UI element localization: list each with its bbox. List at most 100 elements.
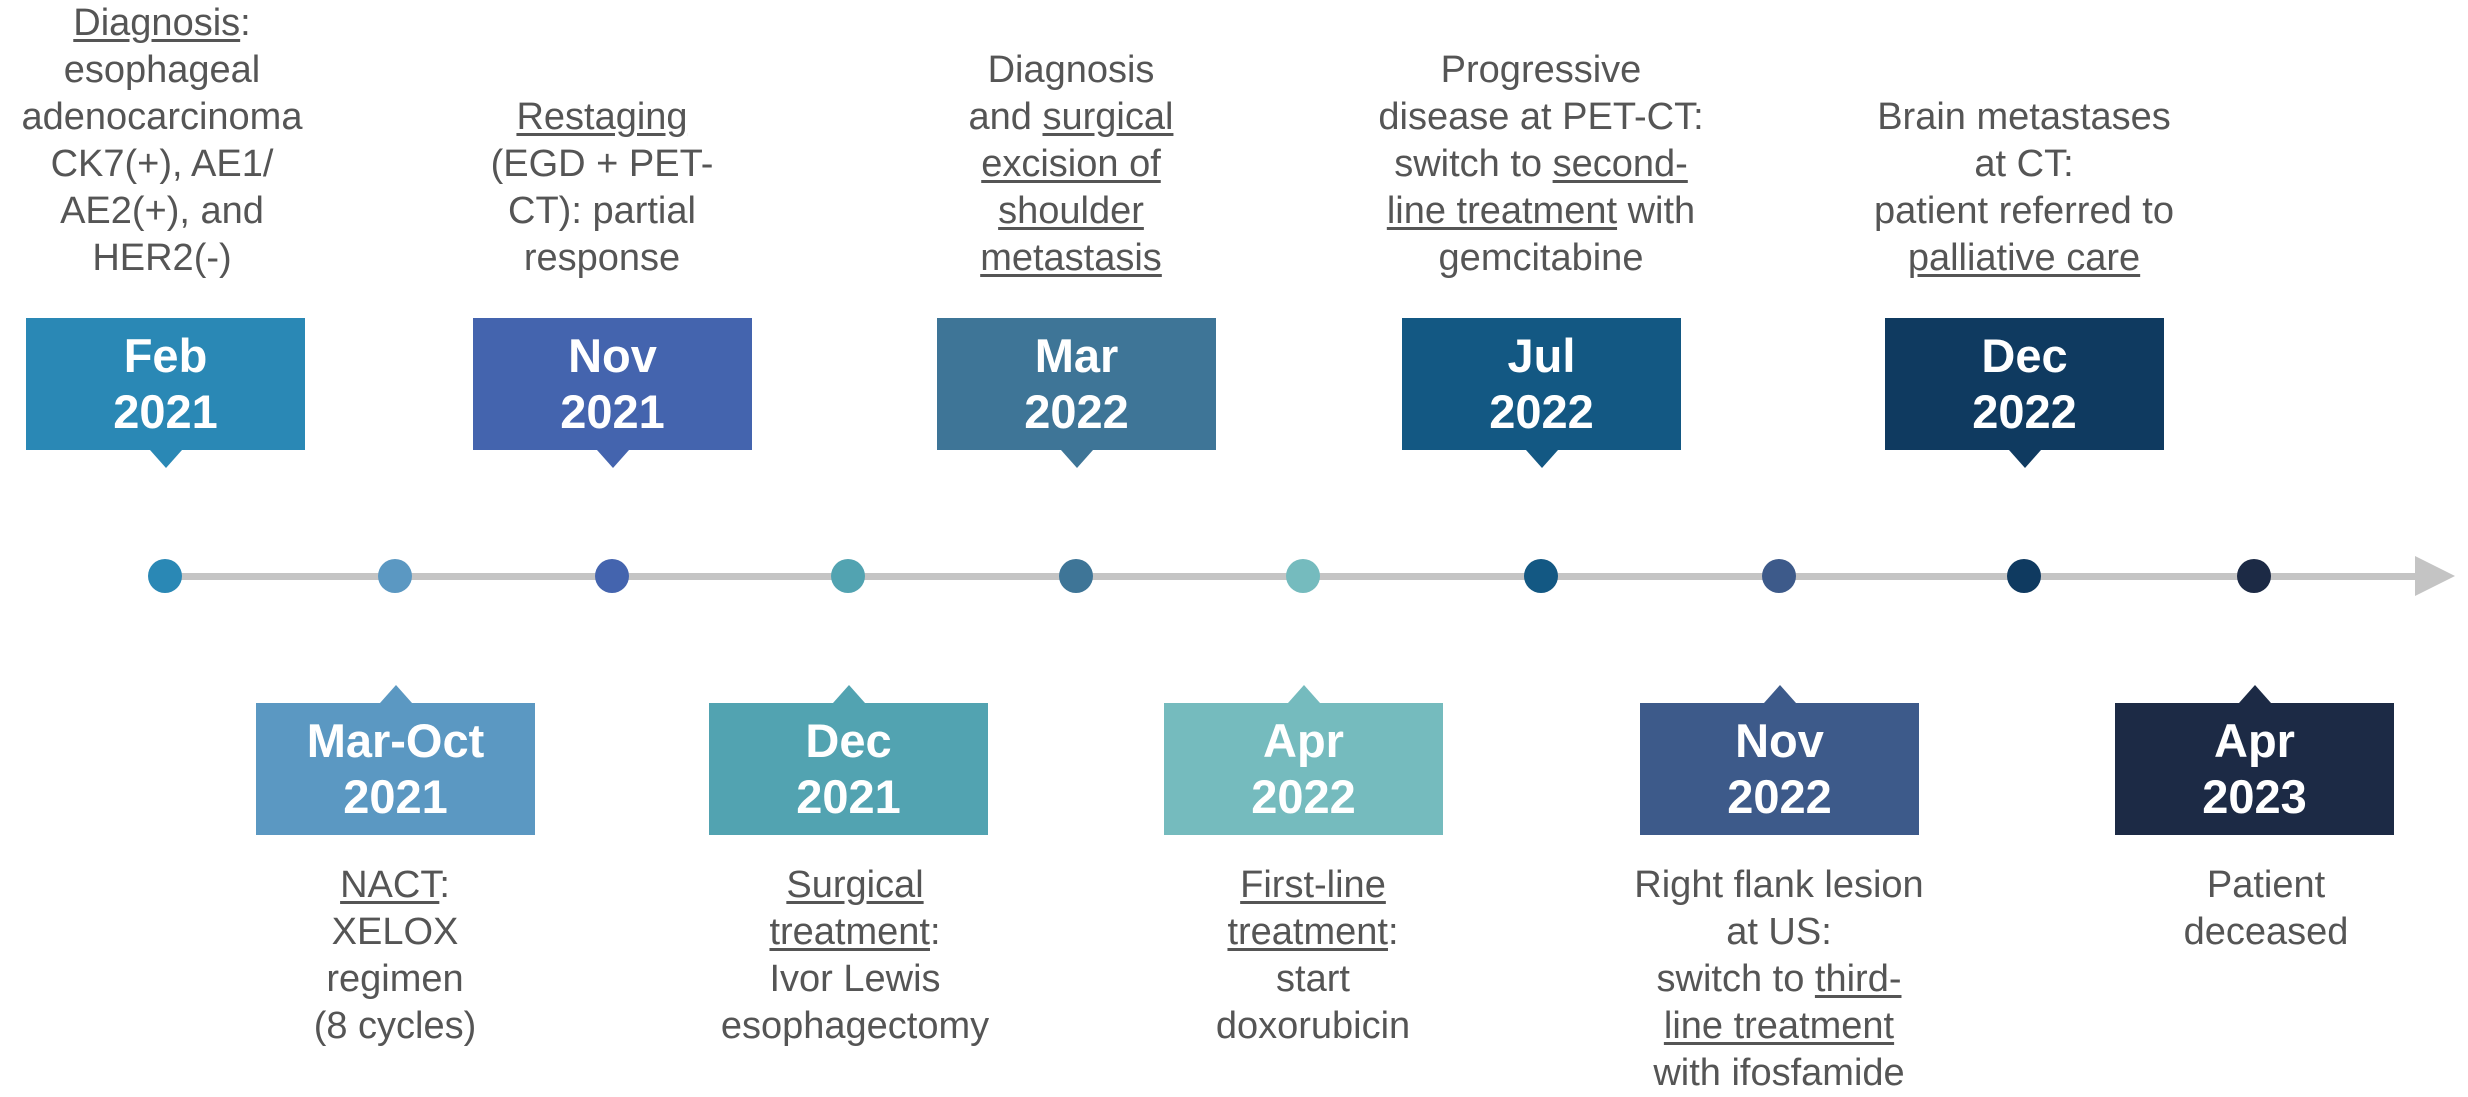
- caption-emphasis: treatment: [769, 911, 930, 953]
- caption-line: adenocarcinoma: [0, 94, 342, 141]
- date-month: Jul: [1507, 329, 1576, 382]
- caption-emphasis: Diagnosis: [73, 2, 241, 44]
- caption-emphasis: Restaging: [516, 96, 688, 138]
- caption-text: (8 cycles): [313, 1005, 477, 1047]
- date-year: 2022: [1489, 385, 1594, 438]
- caption-text: doxorubicin: [1215, 1005, 1411, 1047]
- caption-line: line treatment: [1599, 1003, 1959, 1050]
- caption-text: :: [929, 911, 941, 953]
- caption-line: doxorubicin: [1133, 1003, 1493, 1050]
- date-year: 2021: [796, 770, 901, 823]
- caption-line: excision of: [891, 141, 1251, 188]
- timeline-arrowhead: [2415, 556, 2455, 596]
- caption-line: Ivor Lewis: [675, 956, 1035, 1003]
- timeline-dot: [1524, 559, 1558, 593]
- date-month: Nov: [1735, 714, 1824, 767]
- caption-text: regimen: [326, 958, 464, 1000]
- timeline-dot: [378, 559, 412, 593]
- caption-line: AE2(+), and: [0, 188, 342, 235]
- caption-line: switch to third-: [1599, 956, 1959, 1003]
- caption-text: HER2(-): [92, 237, 232, 279]
- caption-line: gemcitabine: [1361, 235, 1721, 282]
- date-year: 2022: [1251, 770, 1356, 823]
- caption-emphasis: line treatment: [1386, 190, 1618, 232]
- caption-text: switch to: [1656, 958, 1815, 1000]
- date-month: Dec: [1981, 329, 2068, 382]
- caption-text: esophageal: [63, 49, 261, 91]
- date-month: Apr: [2214, 714, 2295, 767]
- timeline-dot: [1762, 559, 1796, 593]
- caption-line: response: [422, 235, 782, 282]
- date-month: Dec: [805, 714, 892, 767]
- caption-text: Diagnosis: [987, 49, 1155, 91]
- timeline-dot: [2007, 559, 2041, 593]
- timeline-dot: [148, 559, 182, 593]
- caption-text: gemcitabine: [1438, 237, 1644, 279]
- caption-text: with ifosfamide: [1653, 1052, 1905, 1094]
- caption-text: Brain metastases: [1877, 96, 2171, 138]
- timeline-dot: [1059, 559, 1093, 593]
- caption-emphasis: palliative care: [1907, 237, 2141, 279]
- date-month: Apr: [1263, 714, 1344, 767]
- timeline-dot: [831, 559, 865, 593]
- caption-text: deceased: [2183, 911, 2349, 953]
- caption-text: Ivor Lewis: [769, 958, 941, 1000]
- caption-emphasis: third-: [1814, 958, 1902, 1000]
- caption-line: patient referred to: [1844, 188, 2204, 235]
- caption-line: Progressive: [1361, 47, 1721, 94]
- caption-line: start: [1133, 956, 1493, 1003]
- caption-line: First-line: [1133, 862, 1493, 909]
- caption-text: CT): partial: [508, 190, 696, 232]
- date-month: Feb: [123, 329, 208, 382]
- caption-line: Diagnosis:: [0, 0, 342, 47]
- caption-line: at CT:: [1844, 141, 2204, 188]
- date-year: 2022: [1727, 770, 1832, 823]
- caption-line: esophagectomy: [675, 1003, 1035, 1050]
- caption-emphasis: metastasis: [980, 237, 1162, 279]
- caption-line: (8 cycles): [215, 1003, 575, 1050]
- caption-emphasis: surgical: [1042, 96, 1174, 138]
- caption-text: start: [1276, 958, 1350, 1000]
- date-year: 2021: [560, 385, 665, 438]
- caption-line: disease at PET-CT:: [1361, 94, 1721, 141]
- caption-emphasis: First-line: [1240, 864, 1386, 906]
- caption-line: Restaging: [422, 94, 782, 141]
- caption-emphasis: shoulder: [998, 190, 1144, 232]
- timeline-dot: [595, 559, 629, 593]
- caption-text: CK7(+), AE1/: [50, 143, 274, 185]
- caption-text: esophagectomy: [720, 1005, 990, 1047]
- caption-line: Brain metastases: [1844, 94, 2204, 141]
- caption-line: switch to second-: [1361, 141, 1721, 188]
- caption-line: CT): partial: [422, 188, 782, 235]
- caption-text: and: [968, 96, 1043, 138]
- caption-line: shoulder: [891, 188, 1251, 235]
- date-year: 2021: [343, 770, 448, 823]
- caption-text: at CT:: [1974, 143, 2074, 185]
- caption-line: esophageal: [0, 47, 342, 94]
- date-year: 2023: [2202, 770, 2307, 823]
- caption-line: with ifosfamide: [1599, 1050, 1959, 1097]
- date-month: Mar-Oct: [306, 714, 485, 767]
- caption-text: :: [240, 2, 251, 44]
- caption-line: at US:: [1599, 909, 1959, 956]
- date-year: 2021: [113, 385, 218, 438]
- date-year: 2022: [1972, 385, 2077, 438]
- caption-text: Right flank lesion: [1634, 864, 1924, 906]
